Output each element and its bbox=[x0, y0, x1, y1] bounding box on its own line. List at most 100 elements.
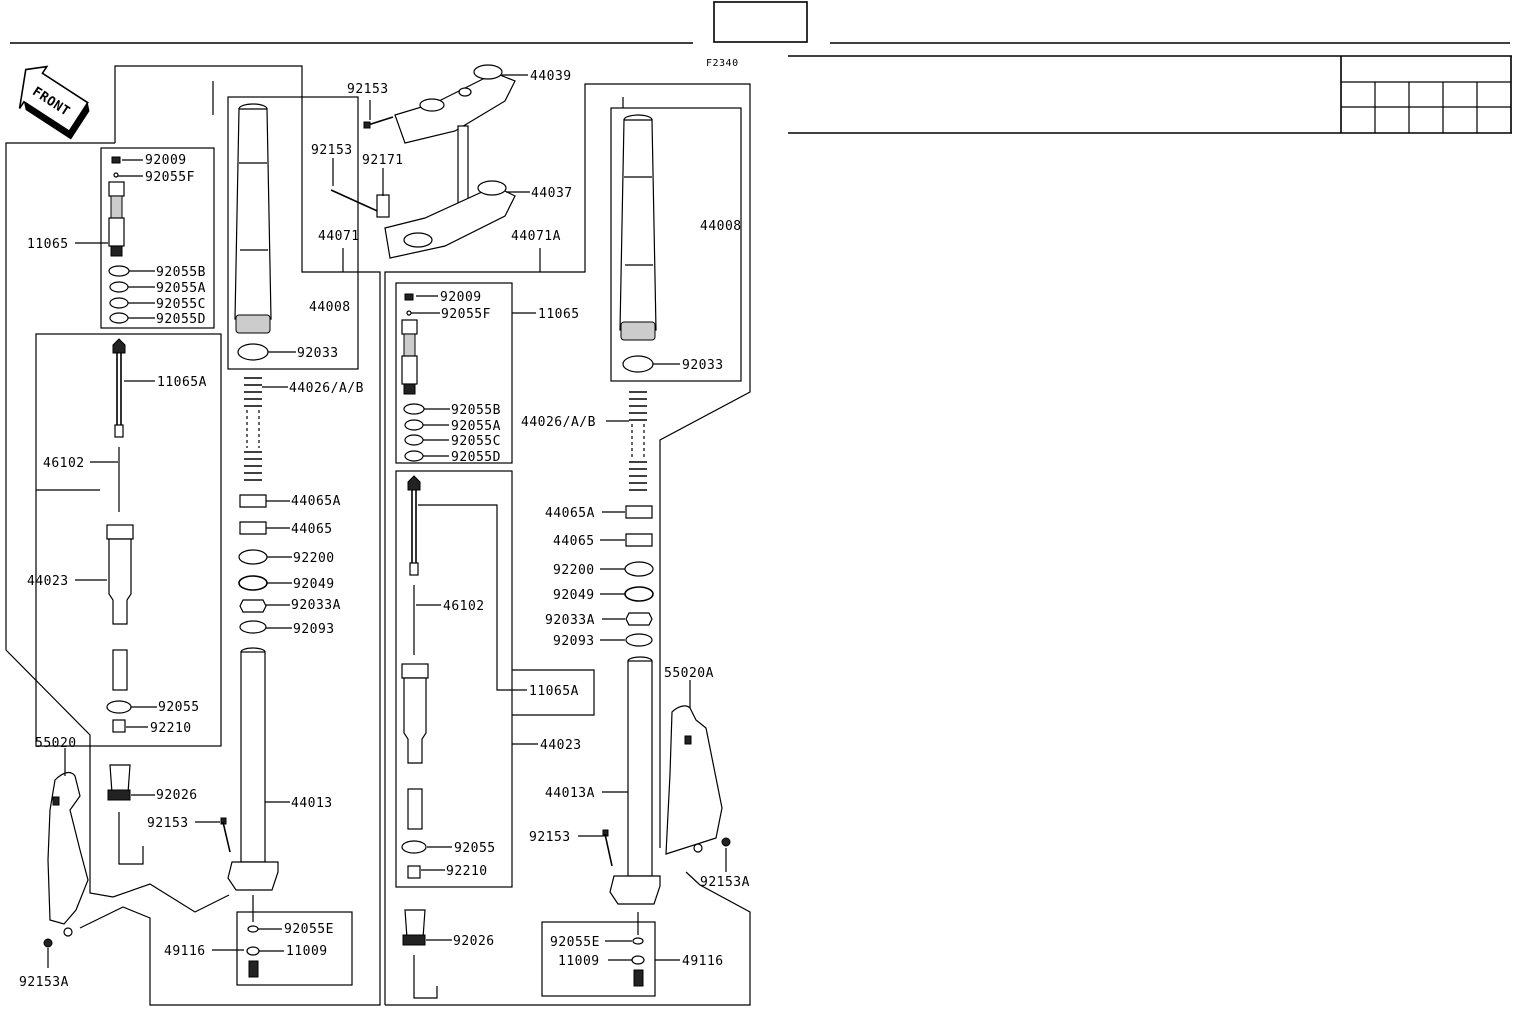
right-damper-rod bbox=[401, 475, 429, 879]
right-inner-tube bbox=[602, 656, 661, 905]
callout: 46102 bbox=[443, 599, 485, 614]
right-bleed-valve bbox=[631, 937, 645, 987]
callout: 11065A bbox=[157, 375, 207, 390]
callout: 92055E bbox=[550, 935, 600, 950]
callout: 92033 bbox=[297, 346, 339, 361]
left-spring bbox=[244, 377, 262, 481]
callout: 44071A bbox=[511, 229, 561, 244]
callout: 44026/A/B bbox=[289, 381, 364, 396]
callout: 44037 bbox=[531, 186, 573, 201]
callout: 92055C bbox=[451, 434, 501, 449]
front-arrow-icon: FRONT bbox=[18, 65, 90, 140]
callout: 92033 bbox=[682, 358, 724, 373]
callout: 92055B bbox=[451, 403, 501, 418]
callouts: 92009 92055F 11065 92055B 92055A 92055C … bbox=[19, 69, 750, 990]
callout: 92153 bbox=[347, 82, 389, 97]
right-11065-box bbox=[395, 282, 513, 464]
callout: 44026/A/B bbox=[521, 415, 596, 430]
callout: 92055F bbox=[145, 170, 195, 185]
callout: 92055C bbox=[156, 297, 206, 312]
right-fork-guard bbox=[665, 705, 731, 855]
callout: 11009 bbox=[286, 944, 328, 959]
upper-bracket bbox=[363, 64, 516, 144]
callout: 92033A bbox=[545, 613, 595, 628]
callout: 92171 bbox=[362, 153, 404, 168]
callout: 92055A bbox=[451, 419, 501, 434]
callout: 55020A bbox=[664, 666, 714, 681]
right-fork-parts bbox=[401, 114, 731, 999]
left-bleed-valve bbox=[246, 925, 260, 978]
callout: 92153 bbox=[529, 830, 571, 845]
lower-bracket bbox=[330, 125, 516, 259]
group-outlines bbox=[5, 65, 751, 1006]
callout: 92210 bbox=[150, 721, 192, 736]
right-cartridge-top bbox=[401, 293, 425, 462]
right-44008-box bbox=[610, 107, 742, 382]
callout: 11065 bbox=[538, 307, 580, 322]
callout: 44013 bbox=[291, 796, 333, 811]
callout: 92055F bbox=[441, 307, 491, 322]
callout: 92153A bbox=[19, 975, 69, 990]
callout: 92055B bbox=[156, 265, 206, 280]
callout: 11065 bbox=[27, 237, 69, 252]
callout: 92210 bbox=[446, 864, 488, 879]
callout: 92200 bbox=[553, 563, 595, 578]
left-fork-parts bbox=[43, 103, 279, 978]
callout: 92153 bbox=[147, 816, 189, 831]
callout: 44008 bbox=[700, 219, 742, 234]
callout: 44023 bbox=[540, 738, 582, 753]
callout: 92153A bbox=[700, 875, 750, 890]
callout: 92049 bbox=[293, 577, 335, 592]
callout: 92200 bbox=[293, 551, 335, 566]
callout: 92055 bbox=[454, 841, 496, 856]
left-44023-box bbox=[35, 333, 222, 747]
callout: 44039 bbox=[530, 69, 572, 84]
steering-parts bbox=[330, 64, 516, 259]
callout: 11065A bbox=[529, 684, 579, 699]
callout: 44071 bbox=[318, 229, 360, 244]
callout: 44065 bbox=[553, 534, 595, 549]
header: F2340 bbox=[10, 1, 1512, 134]
callout: 92093 bbox=[293, 622, 335, 637]
callout: 46102 bbox=[43, 456, 85, 471]
left-outer-tube bbox=[234, 103, 272, 361]
right-44023-box bbox=[395, 470, 513, 888]
callout: 92055A bbox=[156, 281, 206, 296]
right-base-valve bbox=[402, 909, 438, 999]
left-11065-box bbox=[100, 147, 215, 329]
callout: 49116 bbox=[682, 954, 724, 969]
callout: 49116 bbox=[164, 944, 206, 959]
callout: 92009 bbox=[145, 153, 187, 168]
callout: 92055 bbox=[158, 700, 200, 715]
callout: 55020 bbox=[35, 736, 77, 751]
left-seals bbox=[238, 494, 268, 634]
callout: 44065A bbox=[545, 506, 595, 521]
callout: 92026 bbox=[156, 788, 198, 803]
callout: 44065 bbox=[291, 522, 333, 537]
left-damper-rod bbox=[106, 338, 134, 733]
callout: 44065A bbox=[291, 494, 341, 509]
right-spring bbox=[629, 391, 647, 491]
page-number-box bbox=[713, 1, 808, 43]
right-seals bbox=[624, 505, 654, 647]
callout: 44023 bbox=[27, 574, 69, 589]
callout: 92033A bbox=[291, 598, 341, 613]
left-49116-box bbox=[236, 911, 353, 986]
callout: 92153 bbox=[311, 143, 353, 158]
left-fork-guard bbox=[43, 771, 89, 948]
callout: 11009 bbox=[558, 954, 600, 969]
left-base-valve bbox=[107, 764, 144, 865]
right-49116-box bbox=[541, 921, 656, 997]
info-table bbox=[788, 55, 1512, 134]
callout: 92055D bbox=[156, 312, 206, 327]
callout: 44008 bbox=[309, 300, 351, 315]
leader-lines bbox=[47, 74, 727, 968]
callout: 44013A bbox=[545, 786, 595, 801]
callout: 92093 bbox=[553, 634, 595, 649]
callout: 92009 bbox=[440, 290, 482, 305]
left-cartridge-top bbox=[108, 156, 130, 324]
callout: 92055E bbox=[284, 922, 334, 937]
left-inner-tube bbox=[220, 647, 279, 891]
callout: 92026 bbox=[453, 934, 495, 949]
